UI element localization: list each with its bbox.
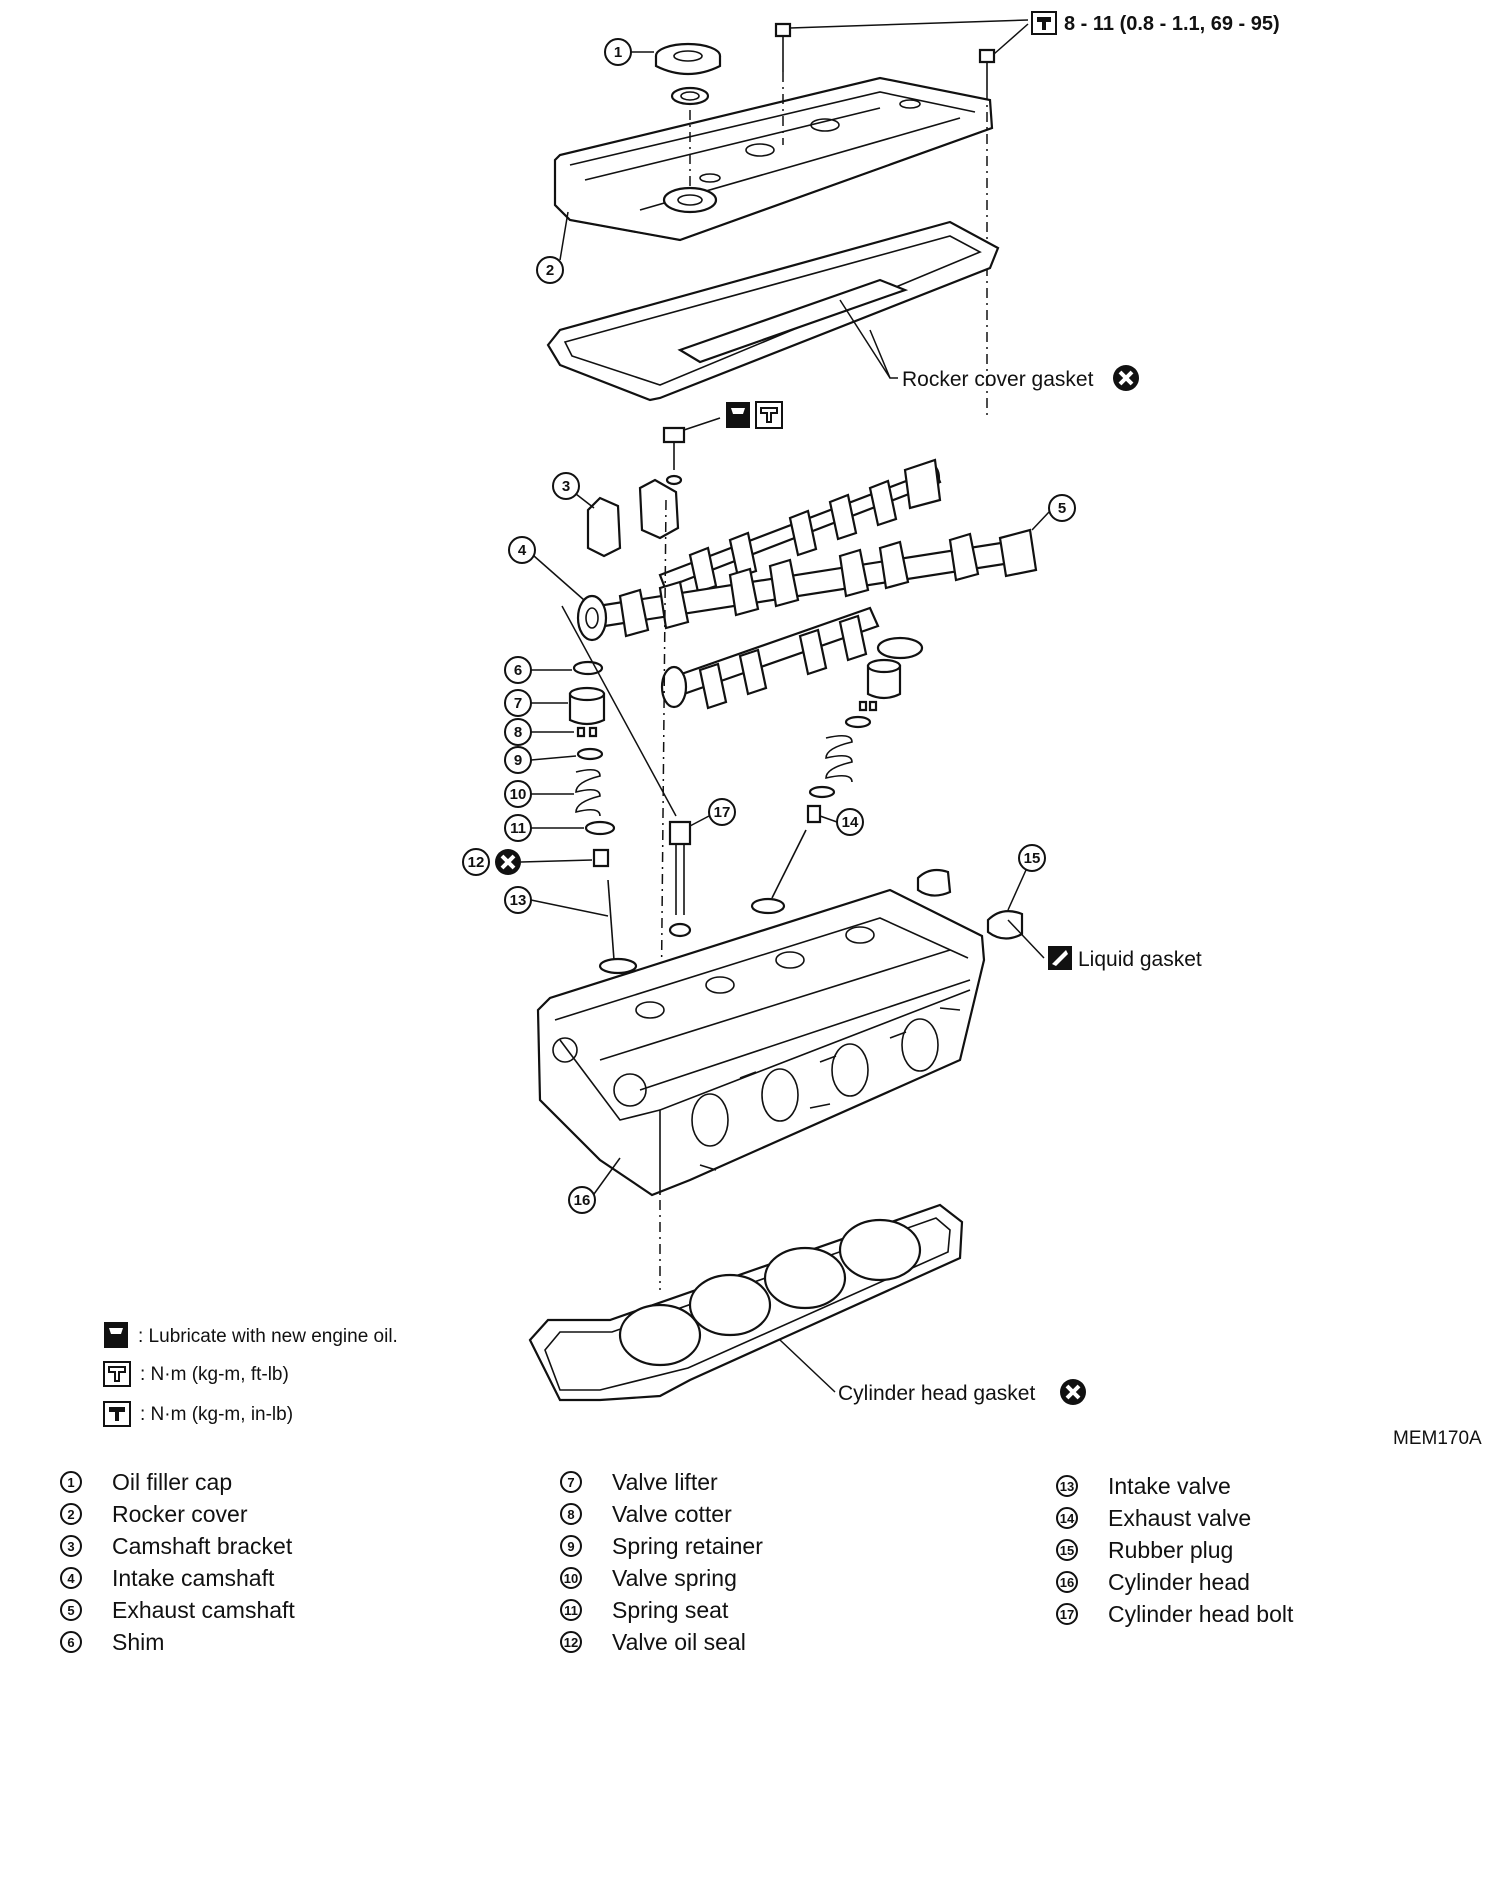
callout-13: 13 [504, 886, 609, 917]
rubber-plug [916, 868, 1024, 940]
torque-wrench-inlb-icon [103, 1401, 131, 1427]
symbol-key: : Lubricate with new engine oil. : N·m (… [103, 1322, 398, 1427]
rocker-cover [553, 76, 994, 242]
callout-10: 10 [504, 780, 574, 808]
svg-text:15: 15 [1024, 850, 1041, 867]
svg-text:5: 5 [1058, 500, 1066, 517]
svg-text:2: 2 [546, 262, 554, 279]
intake-camshaft [576, 528, 1038, 642]
callout-11: 11 [504, 814, 584, 842]
callout-9: 9 [504, 746, 577, 774]
rocker-cover-bolt [774, 19, 1029, 90]
callout-15: 15 [1007, 844, 1046, 911]
liquid-gasket-icon [1048, 946, 1072, 970]
callout-12: 12 [462, 848, 593, 876]
callout-4: 4 [508, 536, 677, 817]
oil-can-icon [104, 1322, 128, 1348]
rocker-cover-gasket [546, 220, 1000, 402]
callout-5: 5 [1031, 494, 1076, 531]
svg-text:4: 4 [518, 542, 527, 559]
svg-text:17: 17 [714, 804, 731, 821]
camshaft-lower [660, 606, 924, 710]
symbol-key-text: : N·m (kg-m, ft-lb) [140, 1364, 289, 1385]
valve-stack-right [750, 658, 902, 915]
cylinder-head-bolt [668, 820, 692, 938]
torque-wrench-ftlb-icon [755, 401, 783, 429]
callout-17: 17 [689, 798, 736, 827]
valve-stack-left [568, 660, 638, 975]
svg-text:6: 6 [514, 662, 522, 679]
callout-16: 16 [568, 1157, 621, 1214]
callout-1: 1 [604, 38, 654, 66]
svg-text:7: 7 [514, 695, 522, 712]
callout-8: 8 [504, 718, 574, 746]
torque-wrench-ftlb-icon [103, 1361, 131, 1387]
svg-text:8: 8 [514, 724, 522, 741]
rocker-cover-gasket-label: Rocker cover gasket [902, 368, 1094, 391]
symbol-key-text: : N·m (kg-m, in-lb) [140, 1404, 293, 1425]
figure-code: MEM170A [1393, 1428, 1482, 1449]
svg-text:12: 12 [468, 854, 485, 871]
oil-can-icon [726, 402, 750, 428]
replace-part-icon [1113, 365, 1139, 391]
svg-text:14: 14 [842, 814, 859, 831]
cylinder-head-gasket [528, 1203, 964, 1402]
svg-text:13: 13 [510, 892, 527, 909]
callout-6: 6 [504, 656, 572, 684]
symbol-key-text: : Lubricate with new engine oil. [138, 1326, 398, 1347]
torque-wrench-inlb-icon [1031, 11, 1057, 35]
camshaft-bracket [586, 478, 680, 558]
exhaust-camshaft [658, 458, 942, 594]
torque-spec-top: 8 - 11 (0.8 - 1.1, 69 - 95) [1064, 13, 1280, 35]
svg-text:11: 11 [510, 820, 526, 837]
callout-14: 14 [819, 808, 864, 836]
svg-text:1: 1 [614, 44, 622, 61]
callout-7: 7 [504, 689, 568, 717]
svg-text:9: 9 [514, 752, 522, 769]
callout-3: 3 [552, 472, 595, 509]
cylinder-head-gasket-label: Cylinder head gasket [838, 1382, 1035, 1405]
svg-text:10: 10 [510, 786, 527, 803]
cylinder-head [536, 888, 986, 1197]
camshaft-bracket-bolt [662, 426, 686, 486]
svg-text:16: 16 [574, 1192, 591, 1209]
callout-2: 2 [536, 211, 569, 284]
svg-text:3: 3 [562, 478, 570, 495]
liquid-gasket-label: Liquid gasket [1078, 948, 1202, 971]
oil-filler-cap [654, 42, 722, 106]
replace-part-icon [1060, 1379, 1086, 1405]
